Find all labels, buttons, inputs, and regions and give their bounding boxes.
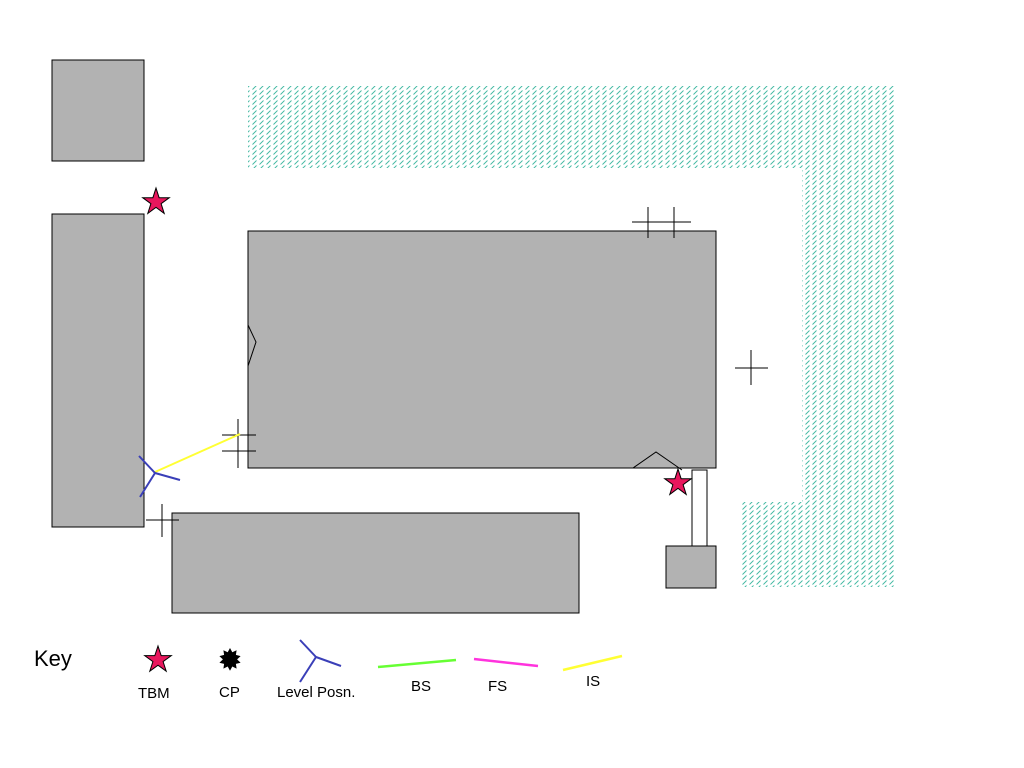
building-small — [665, 545, 717, 589]
green-line-icon — [377, 658, 457, 669]
star-icon — [143, 644, 173, 673]
tbm-markers — [141, 186, 693, 496]
building-bottom — [171, 512, 580, 614]
cross-mark — [735, 350, 768, 385]
hatched-area — [248, 86, 896, 587]
buildings — [51, 59, 717, 614]
staff-marks — [146, 207, 768, 537]
tbm-star-icon — [141, 186, 171, 215]
hatched-area-top — [248, 86, 896, 168]
key-label-tbm: TBM — [138, 685, 170, 702]
tbm-star-icon — [663, 467, 693, 496]
corner-mark — [247, 324, 257, 367]
hatched-area-right — [802, 168, 896, 502]
key-label-bs: BS — [411, 678, 432, 695]
level-position-marker — [138, 455, 181, 498]
key-label-fs: FS — [488, 678, 508, 695]
key-label-is: IS — [586, 673, 601, 690]
cross-mark — [658, 207, 691, 238]
key-icons — [143, 639, 623, 683]
cp-burst-icon — [219, 648, 241, 671]
is-sight-line — [154, 433, 241, 473]
cross-mark — [222, 436, 256, 468]
key-title: Key — [34, 646, 72, 671]
yellow-line-icon — [562, 654, 623, 672]
key-label-cp: CP — [219, 684, 240, 701]
building-top-left — [51, 59, 145, 162]
corner-mark — [632, 451, 683, 471]
level-tripod-icon — [299, 639, 342, 683]
narrow-structure — [691, 469, 708, 547]
building-left — [51, 213, 145, 528]
key-label-level-posn: Level Posn. — [277, 684, 356, 701]
building-main — [247, 230, 717, 469]
cross-mark — [146, 504, 179, 537]
magenta-line-icon — [473, 657, 539, 668]
hatched-area-bottom — [742, 502, 896, 587]
